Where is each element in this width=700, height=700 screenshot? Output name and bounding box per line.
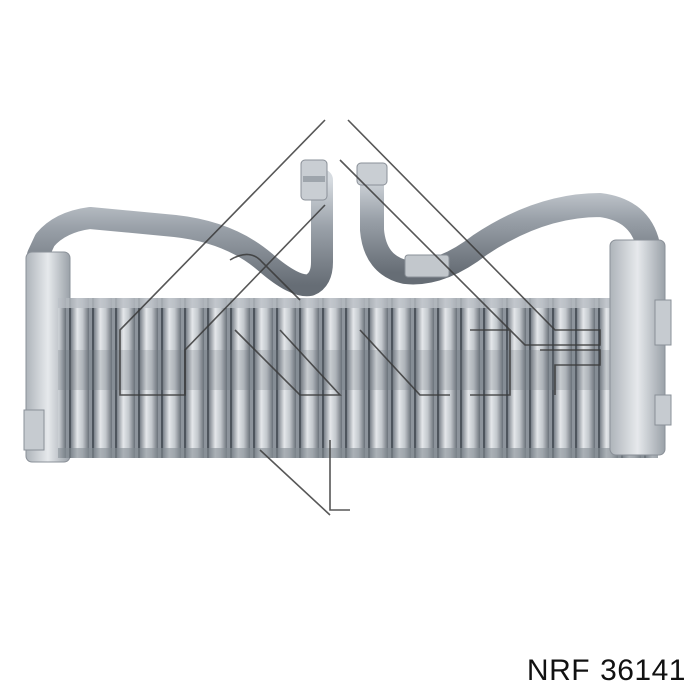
left-pipe [27,159,333,297]
part-number-label: 36141 [600,654,686,687]
right-pipe [356,162,660,285]
product-caption: NRF 36141 [527,654,686,688]
evaporator-core [58,298,658,458]
brand-label: NRF [526,654,591,687]
nrf-watermark-logo [119,119,601,516]
right-tank [609,239,672,456]
